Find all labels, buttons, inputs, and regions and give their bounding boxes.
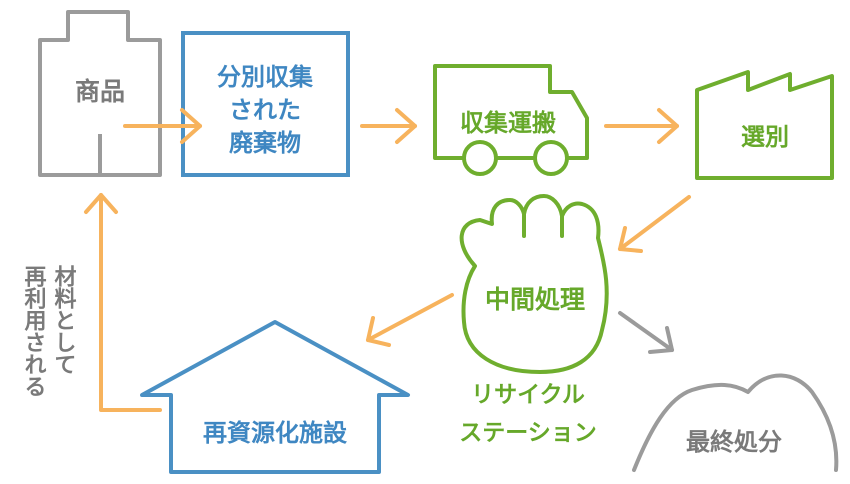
arrow-waste-to-truck [360,108,417,144]
final-disposal-label: 最終処分 [686,428,782,456]
product-building-icon [38,10,162,177]
intermediate-treatment-label: 中間処理 [485,285,585,314]
separated-waste-line-1: 分別収集 [217,63,314,91]
separated-waste-box [181,31,350,177]
arrow-intermediate-to-facility [366,293,454,347]
hand-icon [459,194,609,374]
arrow-sorting-to-intermediate [618,195,691,253]
factory-icon [695,70,834,180]
arrow-product-to-waste [123,108,202,144]
reuse-note-column-1: 材料として [51,265,77,375]
arrow-truck-to-sorting [604,108,679,144]
arrow-intermediate-to-final-disposal [618,311,674,354]
recycling-station-line-2: ステーション [459,420,597,446]
truck-icon [433,64,589,176]
recycling-facility-label: 再資源化施設 [203,419,348,447]
product-label: 商品 [75,77,125,106]
recycling-station-line-1: リサイクル [471,382,585,408]
arrow-facility-to-product [84,193,162,412]
sorting-label: 選別 [741,123,789,151]
separated-waste-line-3: 廃棄物 [229,129,301,157]
reuse-note-column-2: 再利用される [21,265,47,397]
house-icon [140,320,410,474]
separated-waste-line-2: された [229,96,301,124]
collection-transport-label: 収集運搬 [460,109,556,137]
mountain-icon [632,373,839,472]
